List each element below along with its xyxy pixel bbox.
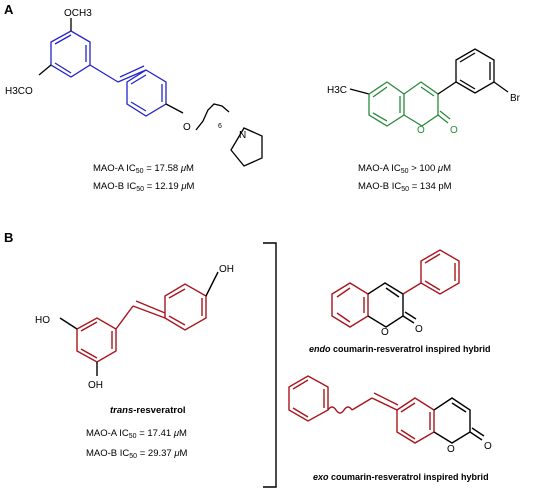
wavy-bond: [327, 406, 353, 414]
atom-coumarin-ring-oxygen: O: [417, 125, 425, 136]
atom-oh-top: OH: [219, 264, 234, 275]
ring-exo-benzo: [396, 397, 435, 444]
endo-hybrid-label: endo coumarin-resveratrol inspired hybri…: [309, 344, 491, 354]
structure-methyl-coumarin: [349, 48, 509, 127]
resveratrol-name: trans-resveratrol: [110, 405, 186, 416]
atom-h3c: H3C: [327, 85, 347, 96]
ring-coumarin-pyrone: [403, 81, 439, 127]
ring-endo-pyrone: [367, 282, 404, 328]
caption-c1-mao-a: MAO-A IC50 = 17.58 μM: [93, 163, 194, 175]
ring-exo-phenyl: [288, 375, 329, 422]
caption-resveratrol-mao-b: MAO-B IC50 = 29.37 μM: [86, 448, 188, 460]
atom-och3: OCH3: [64, 8, 92, 19]
ring-endo-phenyl: [420, 249, 460, 295]
ring-exo-pyrone: [433, 397, 471, 444]
ring-phenol: [164, 283, 207, 331]
chain-count-label: 6: [218, 123, 222, 130]
ring-resorcinol: [76, 317, 117, 363]
atom-ether-oxygen: O: [183, 122, 191, 133]
ring-phenylene: [126, 69, 167, 117]
panel-label-a: A: [4, 2, 14, 17]
ring-dimethoxyphenyl: [50, 30, 91, 78]
atom-ho-left: HO: [35, 315, 50, 326]
atom-endo-ring-oxygen: O: [381, 327, 389, 338]
structure-endo-hybrid: [331, 249, 460, 328]
caption-c2-mao-a: MAO-A IC50 > 100 μM: [358, 163, 451, 175]
bracket: [263, 242, 277, 488]
atom-exo-carbonyl-oxygen: O: [484, 441, 492, 452]
atom-h3co: H3CO: [5, 86, 33, 97]
exo-hybrid-label: exo coumarin-resveratrol inspired hybrid: [313, 472, 489, 482]
caption-resveratrol-mao-a: MAO-A IC50 = 17.41 μM: [86, 428, 187, 440]
structure-exo-hybrid: [288, 375, 485, 444]
atom-pyrrolidine-nitrogen: N: [239, 130, 246, 141]
atom-endo-carbonyl-oxygen: O: [415, 324, 423, 335]
caption-c2-mao-b: MAO-B IC50 = 134 pM: [358, 181, 452, 193]
ring-bromophenyl: [455, 48, 495, 94]
atom-oh-bottom: OH: [88, 380, 103, 391]
panel-label-b: B: [4, 230, 13, 245]
atom-bromine: Br: [510, 93, 521, 104]
ring-endo-benzo: [331, 282, 369, 328]
ring-pyrrolidine: [230, 127, 263, 167]
caption-c1-mao-b: MAO-B IC50 = 12.19 μM: [93, 181, 195, 193]
atom-coumarin-carbonyl-oxygen: O: [450, 125, 458, 136]
ring-coumarin-benzo: [368, 81, 405, 127]
structure-stilbene-pyrrolidine: [38, 18, 263, 167]
atom-exo-ring-oxygen: O: [447, 444, 455, 455]
structure-trans-resveratrol: [59, 271, 219, 376]
